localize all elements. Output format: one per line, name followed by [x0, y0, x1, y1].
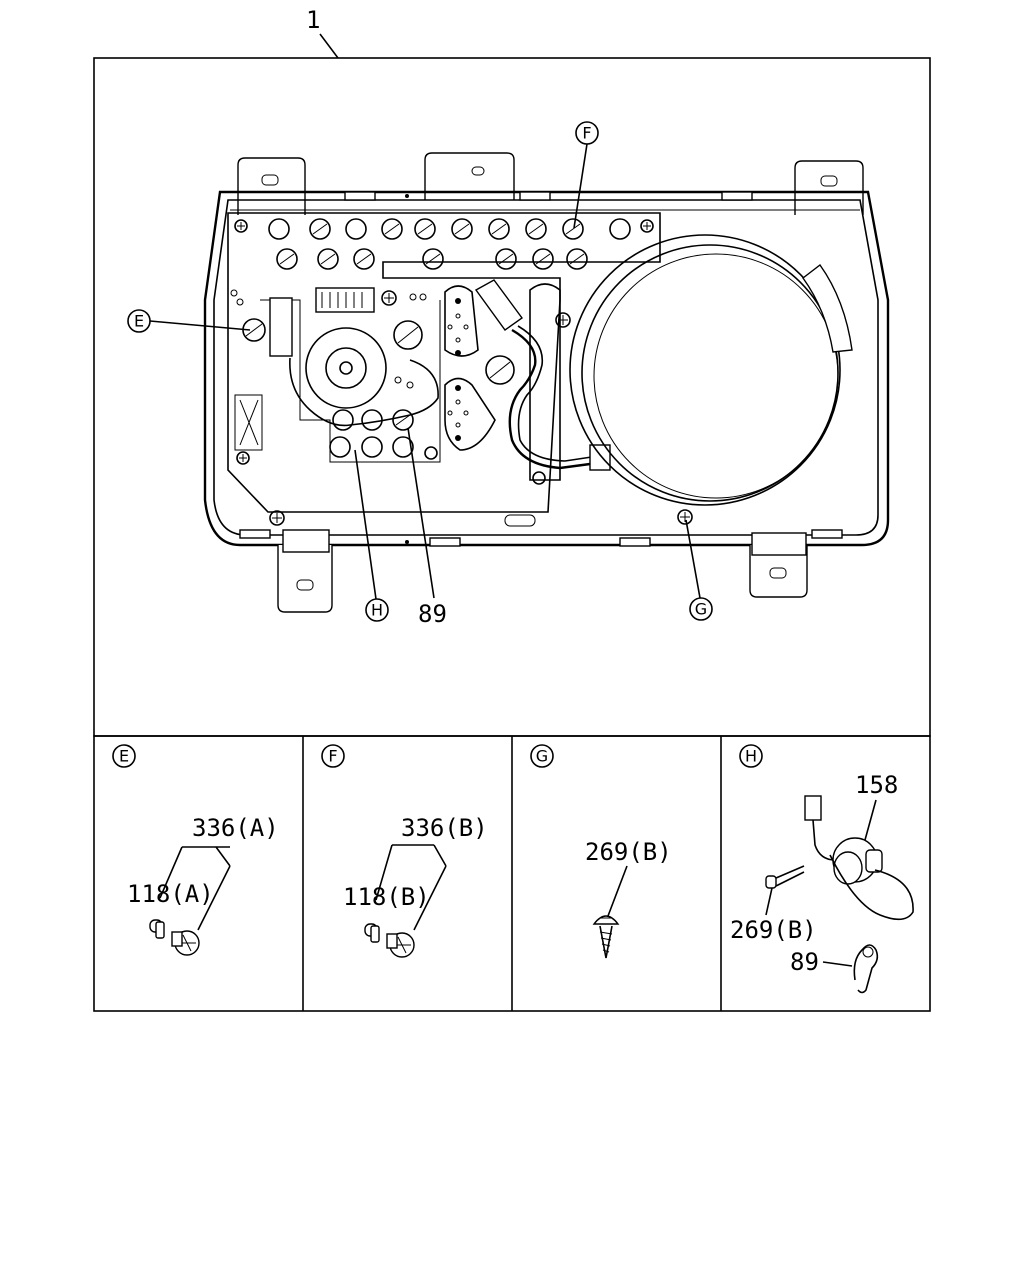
detail-panel-f: F 336(B) 118(B)	[321, 744, 488, 958]
top-mounting-tabs	[237, 152, 864, 215]
bulb-sockets	[242, 218, 631, 458]
detail-g-marker: G	[536, 747, 548, 766]
buzzer-158	[804, 795, 914, 921]
detail-panel-h: H 158 269(B) 89	[730, 744, 914, 994]
detail-panel-e: E 336(A) 118(A)	[112, 744, 279, 956]
svg-text:F: F	[582, 124, 591, 143]
instrument-cluster-drawing	[203, 152, 890, 613]
screw-269b-h	[765, 865, 805, 889]
svg-text:E: E	[134, 312, 144, 331]
screw-269b	[592, 915, 620, 959]
detail-f-part-1: 336(B)	[401, 814, 488, 842]
cluster-housing	[203, 190, 890, 547]
circuit-board	[227, 212, 693, 527]
connector-plate	[444, 283, 561, 481]
detail-h-marker: H	[745, 747, 757, 766]
detail-h-part-1: 158	[855, 771, 898, 799]
detail-f-marker: F	[328, 747, 337, 766]
wiring-harness	[289, 279, 611, 471]
socket-336b	[386, 932, 415, 958]
detail-g-part-1: 269(B)	[585, 838, 672, 866]
callout-e: E	[127, 309, 251, 333]
callout-f: F	[573, 121, 599, 229]
socket-336a	[171, 930, 200, 956]
bulb-118a	[149, 919, 165, 939]
detail-h-part-3: 89	[790, 948, 819, 976]
detail-h-part-2: 269(B)	[730, 916, 817, 944]
detail-e-marker: E	[119, 747, 129, 766]
small-gauge-unit	[269, 287, 414, 409]
detail-e-part-2: 118(A)	[127, 880, 214, 908]
speedometer-gauge	[569, 234, 853, 506]
bottom-mounting-tabs	[277, 529, 808, 613]
detail-f-part-2: 118(B)	[343, 883, 430, 911]
svg-text:89: 89	[418, 600, 447, 628]
detail-panel-g: G 269(B)	[530, 744, 672, 959]
callout-g: G	[685, 519, 713, 621]
callout-89: 89	[407, 427, 447, 628]
detail-e-part-1: 336(A)	[192, 814, 279, 842]
svg-text:H: H	[371, 601, 383, 620]
main-callout-leader	[319, 33, 339, 59]
svg-text:G: G	[695, 600, 707, 619]
bulb-118b	[364, 923, 380, 943]
callout-h: H	[354, 449, 389, 622]
main-callout-label: 1	[306, 6, 320, 34]
clip-89	[853, 944, 879, 994]
